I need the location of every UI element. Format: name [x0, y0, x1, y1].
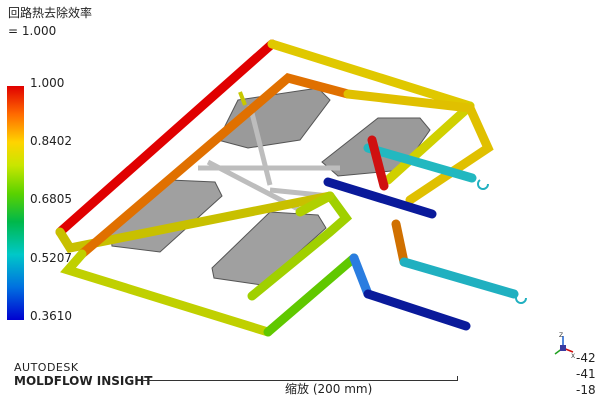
- legend-tick-max: 1.000: [30, 76, 65, 90]
- channel-segment: [267, 39, 475, 111]
- scale-bar: [142, 380, 458, 381]
- channel-segment: [55, 39, 277, 237]
- mold-plates: [109, 87, 431, 286]
- product-logo: MOLDFLOW INSIGHT: [14, 374, 153, 388]
- axis-label-x: X: [571, 353, 575, 360]
- legend-tick-min: 0.3610: [30, 309, 72, 323]
- channel-segment: [363, 143, 477, 183]
- channel-segment: [383, 101, 475, 185]
- scale-label: 缩放 (200 mm): [285, 382, 373, 396]
- scale-bar-tick: [142, 376, 143, 381]
- channel-segment: [77, 73, 353, 259]
- channel-segment: [55, 191, 335, 254]
- channel-segment: [391, 219, 409, 267]
- orientation-value: -42: [576, 351, 596, 365]
- orientation-value: -41: [576, 367, 596, 381]
- channel-segment: [399, 257, 519, 299]
- channel-segment: [349, 253, 373, 299]
- cooling-channels: [55, 39, 519, 337]
- result-value: = 1.000: [8, 24, 57, 38]
- scale-bar-tick: [457, 376, 458, 381]
- channel-segment: [60, 249, 273, 337]
- result-title: 回路热去除效率: [8, 6, 93, 20]
- legend-tick: 0.5207: [30, 251, 72, 265]
- orientation-triad-icon[interactable]: Z X: [551, 330, 577, 360]
- color-legend-bar: [7, 86, 24, 320]
- channel-segment: [295, 191, 335, 217]
- channel-segment: [263, 253, 359, 337]
- channel-segment: [367, 135, 389, 191]
- legend-tick: 0.8402: [30, 134, 72, 148]
- channel-segment: [247, 191, 353, 301]
- axis-label-z: Z: [559, 332, 563, 339]
- inlet-markers: [477, 179, 527, 304]
- orientation-value: -18: [576, 383, 596, 397]
- channel-segment: [323, 177, 437, 219]
- company-logo: AUTODESK: [14, 361, 79, 374]
- legend-tick: 0.6805: [30, 192, 72, 206]
- channel-segment: [363, 289, 471, 331]
